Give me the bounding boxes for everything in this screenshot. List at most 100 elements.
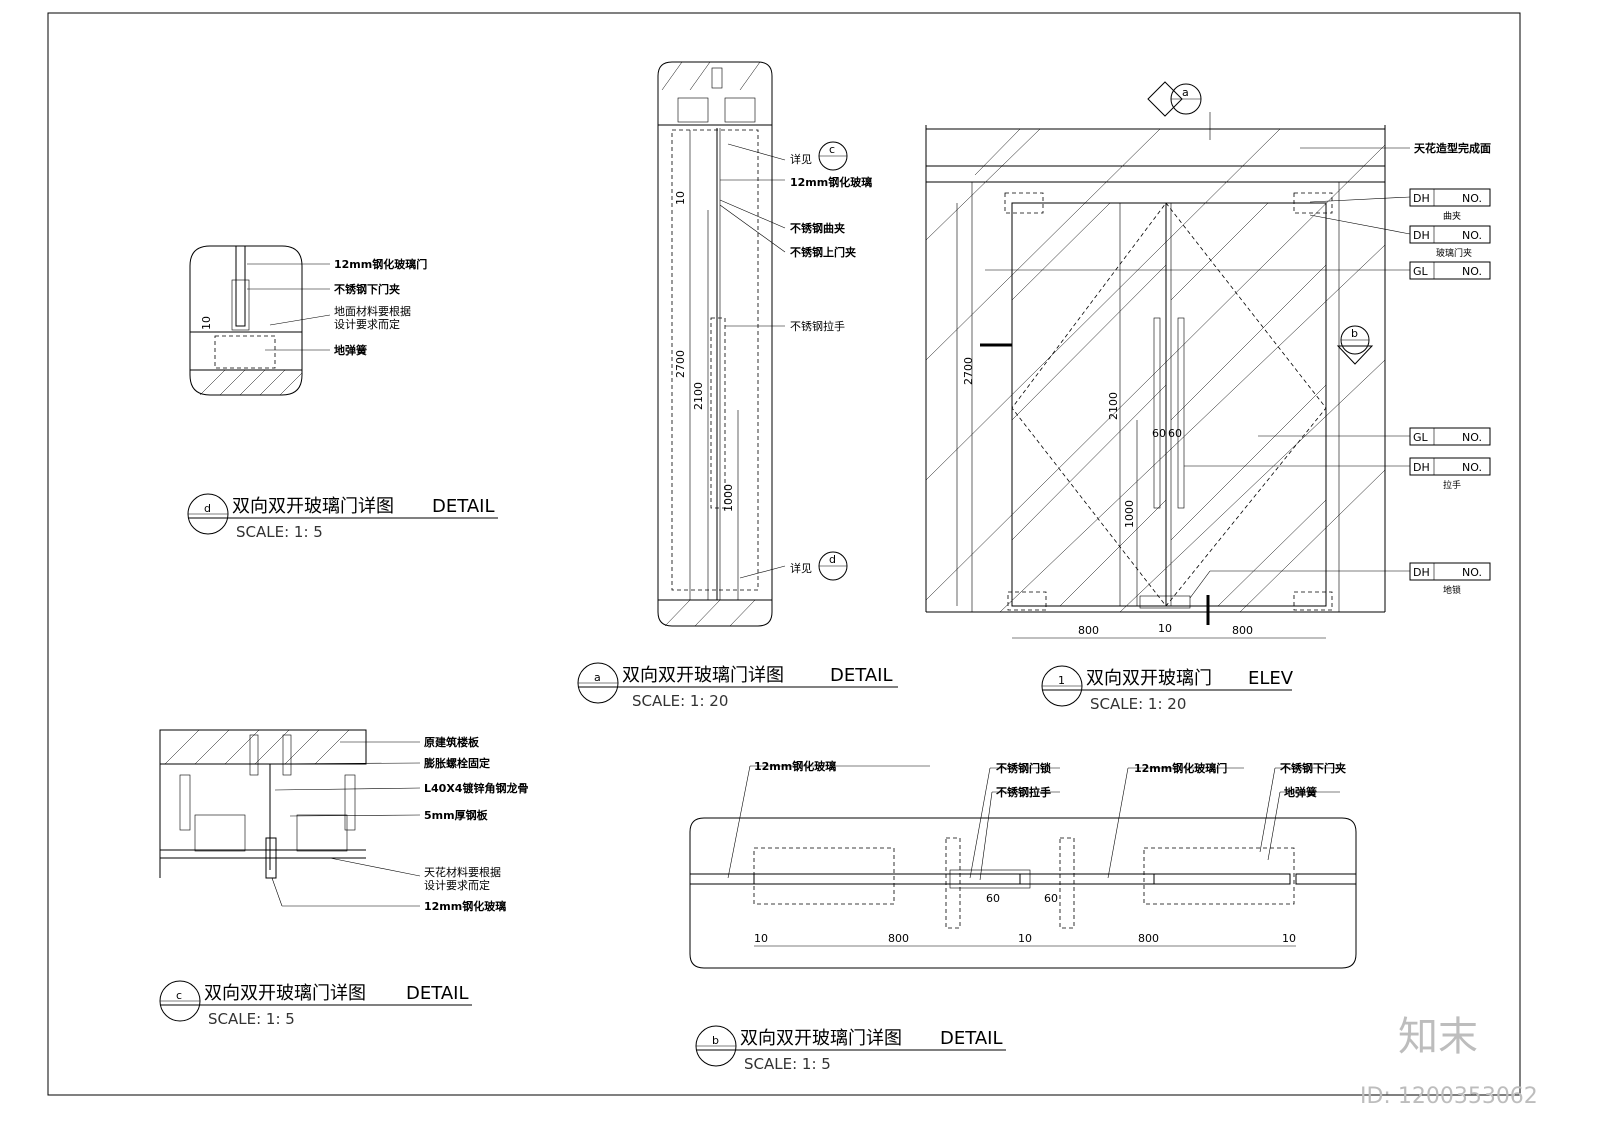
svg-text:拉手: 拉手	[1443, 479, 1461, 491]
elevation-letter: 1	[1058, 674, 1065, 687]
elevation-door-swing	[1011, 202, 1327, 607]
detail-b-dim-800-left: 800	[888, 932, 909, 945]
elevation-dim-60b: 60	[1168, 427, 1182, 440]
elevation-section-b-marker	[1336, 345, 1374, 365]
detail-d-outline	[189, 245, 303, 396]
detail-b-glass-left	[753, 873, 1155, 885]
svg-text:曲夹: 曲夹	[1443, 210, 1461, 222]
detail-a-see-d: d	[829, 553, 836, 566]
detail-a-see-label-1: 详见	[790, 152, 812, 166]
detail-c-slab	[159, 729, 367, 765]
detail-d: 12mm钢化玻璃门 不锈钢下门夹 地面材料要根据 设计要求而定 地弹簧 10 d…	[187, 245, 498, 541]
detail-c-label-bolt: 膨胀螺栓固定	[423, 756, 490, 770]
detail-d-glass	[235, 245, 246, 327]
detail-d-spring-box	[214, 335, 276, 369]
detail-b-dim-800-right: 800	[1138, 932, 1159, 945]
svg-text:DH: DH	[1413, 229, 1430, 242]
detail-c: 原建筑楼板 膨胀螺栓固定 L40X4镀锌角钢龙骨 5mm厚钢板 天花材料要根据 …	[159, 729, 528, 1028]
detail-b-dim-10-left: 10	[754, 932, 768, 945]
detail-a-dim-1000: 1000	[722, 484, 735, 512]
detail-b-spring-right	[1143, 847, 1295, 905]
elevation-dim-1000: 1000	[1123, 500, 1136, 528]
detail-b-label-clamp: 不锈钢下门夹	[1280, 761, 1346, 775]
detail-c-letter: c	[176, 989, 182, 1002]
svg-text:GL: GL	[1413, 265, 1429, 278]
detail-a-label-handle: 不锈钢拉手	[790, 319, 845, 333]
detail-b-glass-right	[1019, 873, 1291, 885]
detail-a-frame-dashed	[671, 129, 759, 591]
detail-a-label-top-clamp: 不锈钢上门夹	[790, 245, 856, 259]
elevation-scale: SCALE: 1: 20	[1090, 695, 1186, 713]
detail-c-label-glass: 12mm钢化玻璃	[424, 899, 506, 913]
detail-a-scale: SCALE: 1: 20	[632, 692, 728, 710]
detail-c-label-ceiling-2: 设计要求而定	[424, 878, 490, 892]
elevation-tag-6: DH NO. 地锁	[1189, 562, 1491, 599]
watermark-id: ID: 1200353062	[1360, 1084, 1538, 1109]
elevation-dim-800-right: 800	[1232, 624, 1253, 637]
elevation-section-a: a	[1182, 86, 1189, 99]
detail-d-clamp	[231, 279, 250, 331]
svg-text:NO.: NO.	[1462, 461, 1482, 474]
detail-a-see-c: c	[829, 143, 835, 156]
detail-a-dim-10: 10	[674, 191, 687, 205]
elevation-tag-5: DH NO. 拉手	[1184, 457, 1491, 491]
detail-d-title-en: DETAIL	[432, 496, 494, 517]
detail-c-label-ceiling-1: 天花材料要根据	[424, 865, 501, 879]
svg-text:GL: GL	[1413, 431, 1429, 444]
elevation-dim-800-left: 800	[1078, 624, 1099, 637]
detail-a-handle	[710, 317, 726, 509]
detail-b-dim-10-right: 10	[1282, 932, 1296, 945]
detail-d-label-spring: 地弹簧	[334, 343, 367, 357]
detail-b-title-en: DETAIL	[940, 1028, 1002, 1049]
elevation-dim-60a: 60	[1152, 427, 1166, 440]
elevation-dim-10: 10	[1158, 622, 1172, 635]
detail-c-scale: SCALE: 1: 5	[208, 1010, 295, 1028]
svg-text:NO.: NO.	[1462, 229, 1482, 242]
elevation-section-b: b	[1351, 327, 1358, 340]
elevation-title: 双向双开玻璃门	[1086, 668, 1212, 689]
detail-b-label-spring: 地弹簧	[1284, 785, 1317, 799]
detail-c-label-slab: 原建筑楼板	[424, 735, 480, 749]
elevation-tag-2: DH NO. 玻璃门夹	[1309, 214, 1491, 259]
elevation-hatch	[925, 128, 1386, 613]
elevation-dim-2100: 2100	[1107, 392, 1120, 420]
elevation-tag-1: DH NO. 曲夹	[1309, 188, 1491, 222]
elevation-title-en: ELEV	[1248, 668, 1294, 689]
detail-a-title-en: DETAIL	[830, 665, 892, 686]
svg-text:地锁: 地锁	[1443, 584, 1461, 596]
svg-text:DH: DH	[1413, 192, 1430, 205]
svg-text:DH: DH	[1413, 461, 1430, 474]
detail-a-letter: a	[594, 671, 601, 684]
svg-text:玻璃门夹: 玻璃门夹	[1436, 247, 1472, 259]
elevation-handle-right	[1177, 317, 1185, 509]
detail-a-outline	[657, 61, 773, 627]
detail-a-see-label-2: 详见	[790, 561, 812, 575]
detail-d-title: 双向双开玻璃门详图	[232, 496, 394, 517]
svg-text:DH: DH	[1413, 566, 1430, 579]
elevation-1: a	[925, 81, 1491, 713]
svg-text:NO.: NO.	[1462, 431, 1482, 444]
elevation-clamp-left	[1004, 192, 1044, 214]
detail-d-label-clamp: 不锈钢下门夹	[334, 282, 400, 296]
detail-c-label-angle: L40X4镀锌角钢龙骨	[424, 781, 528, 795]
detail-b-spring-left	[753, 847, 895, 905]
elevation-tag-3: GL NO.	[985, 261, 1491, 280]
detail-b-letter: b	[712, 1034, 719, 1047]
elevation-section-a-marker	[1147, 81, 1183, 117]
sheet-border	[47, 12, 1521, 1096]
detail-b-dim-10-mid: 10	[1018, 932, 1032, 945]
elevation-ceiling-label: 天花造型完成面	[1414, 141, 1491, 155]
detail-c-title-en: DETAIL	[406, 983, 468, 1004]
elevation-door-frame	[1011, 202, 1327, 607]
detail-b-scale: SCALE: 1: 5	[744, 1055, 831, 1073]
elevation-clamp-right	[1293, 192, 1333, 214]
elevation-dim-2700: 2700	[962, 357, 975, 385]
detail-a: 10 2700 2100 1000 详见 c 12mm钢化玻璃 不锈钢曲夹 不锈…	[577, 61, 898, 710]
watermark-brand: 知末	[1398, 1014, 1478, 1060]
svg-text:NO.: NO.	[1462, 192, 1482, 205]
detail-a-label-glass: 12mm钢化玻璃	[790, 175, 872, 189]
detail-d-label-floor-2: 设计要求而定	[334, 317, 400, 331]
detail-b-outline	[689, 817, 1357, 969]
detail-a-dim-2700: 2700	[674, 350, 687, 378]
